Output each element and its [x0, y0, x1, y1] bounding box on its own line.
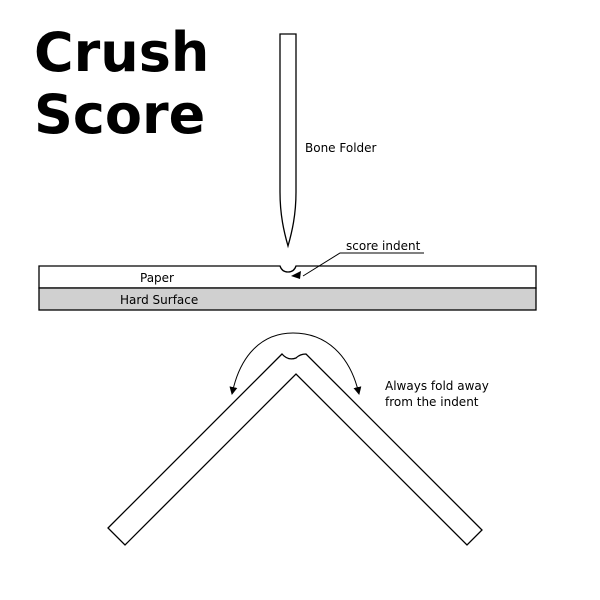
- fold-arrow-left: [229, 332, 294, 395]
- hard-surface-label: Hard Surface: [120, 293, 198, 307]
- fold-arrow-right: [292, 332, 362, 395]
- hard-surface: [38, 287, 537, 311]
- bone-folder-label: Bone Folder: [305, 141, 377, 155]
- paper-strip: [38, 265, 537, 289]
- fold-note-line-1: Always fold away: [385, 379, 489, 393]
- score-indent-label: score indent: [346, 239, 421, 253]
- paper-label: Paper: [140, 271, 174, 285]
- score-indent-arrowhead: [291, 271, 301, 279]
- score-indent-leader: [302, 252, 424, 277]
- folded-paper: [107, 353, 483, 546]
- title-line-1: Crush: [34, 21, 210, 84]
- fold-note-line-2: from the indent: [385, 395, 479, 409]
- title-line-2: Score: [34, 83, 206, 146]
- diagram-title: Crush Score: [34, 22, 209, 146]
- bone-folder: [279, 33, 297, 249]
